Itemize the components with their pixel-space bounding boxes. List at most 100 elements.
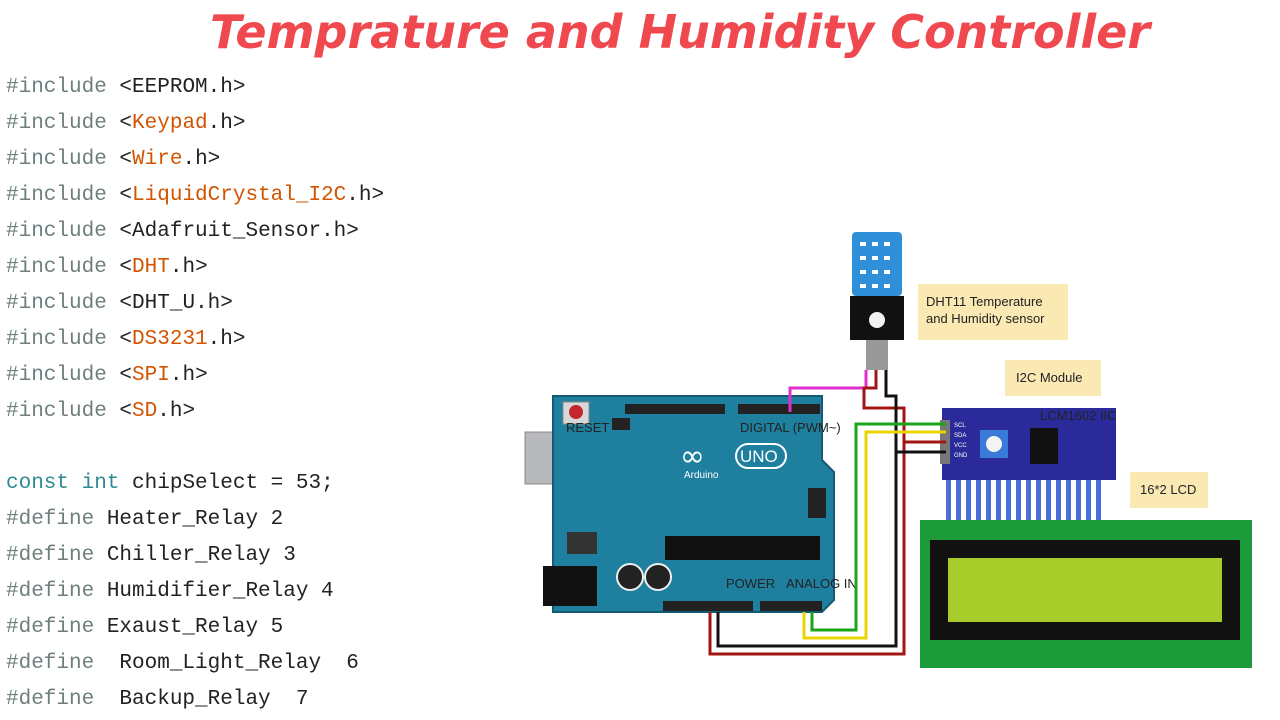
page-title: Temprature and Humidity Controller [209, 5, 1151, 59]
voltage-regulator [567, 532, 597, 554]
dht11-sensor-body [852, 232, 902, 296]
infinity-logo: ∞ [680, 439, 705, 474]
wire-black-sensor [716, 370, 898, 648]
include-keyword: #include [6, 112, 107, 135]
i2c-module-board [942, 408, 1116, 480]
include-keyword: #include [6, 400, 107, 423]
power-jack [543, 566, 597, 606]
include-line: #include <EEPROM.h> [6, 70, 526, 106]
define-body: Humidifier_Relay 4 [94, 580, 334, 603]
dht11-mount-hole [869, 312, 885, 328]
i2c-board-text: LCM1602 IIC [1040, 408, 1117, 423]
lcd-label: 16*2 LCD [1140, 482, 1196, 497]
include-bracket: < [106, 112, 133, 135]
digital-text: DIGITAL (PWM~) [740, 420, 841, 435]
include-keyword: #include [6, 76, 107, 99]
dht11-grille [860, 242, 890, 288]
digital-header-2 [738, 404, 820, 414]
board-model: UNO [740, 447, 778, 466]
include-suffix: .h> [182, 148, 221, 171]
digital-header-1 [625, 404, 725, 414]
include-bracket: < [106, 292, 133, 315]
include-keyword: #include [6, 292, 107, 315]
include-library: DS3231 [132, 328, 208, 351]
include-suffix: .h> [169, 364, 208, 387]
include-library: Adafruit_Sensor [132, 220, 322, 243]
include-line: #include <DS3231.h> [6, 322, 526, 358]
include-suffix: .h> [157, 400, 196, 423]
dht11-pins [866, 340, 888, 370]
include-keyword: #include [6, 328, 107, 351]
icsp-header-2 [808, 488, 826, 518]
wire-yellow [802, 430, 946, 640]
analog-header [760, 601, 822, 611]
define-line: #define Chiller_Relay 3 [6, 538, 526, 574]
lcd-pins [946, 480, 1101, 524]
include-line: #include <DHT_U.h> [6, 286, 526, 322]
i2c-pot-knob [986, 436, 1002, 452]
i2c-pin-label: VCC [954, 443, 967, 449]
define-keyword: #define [6, 616, 95, 639]
dht-label-line1: DHT11 Temperature [926, 294, 1043, 309]
const-line: const int chipSelect = 53; [6, 466, 526, 502]
include-bracket: < [106, 184, 133, 207]
include-line: #include <Keypad.h> [6, 106, 526, 142]
define-body: Heater_Relay 2 [94, 508, 284, 531]
lcd-label-box [1130, 472, 1208, 508]
include-suffix: .h> [207, 76, 246, 99]
include-keyword: #include [6, 148, 107, 171]
define-body: Chiller_Relay 3 [94, 544, 296, 567]
include-bracket: < [106, 328, 133, 351]
include-keyword: #include [6, 256, 107, 279]
include-library: Wire [132, 148, 183, 171]
define-line: #define Humidifier_Relay 4 [6, 574, 526, 610]
i2c-pin-label: SDA [954, 433, 966, 439]
include-bracket: < [106, 148, 133, 171]
include-bracket: < [106, 400, 133, 423]
code-listing: #include <EEPROM.h>#include <Keypad.h>#i… [6, 70, 526, 718]
include-suffix: .h> [346, 184, 385, 207]
capacitor-1 [616, 563, 644, 591]
define-line: #define Room_Light_Relay 6 [6, 646, 526, 682]
i2c-pin-label: SCL [954, 423, 966, 429]
define-keyword: #define [6, 652, 95, 675]
board-brand: Arduino [684, 470, 719, 481]
include-library: SD [132, 400, 158, 423]
include-library: DHT [132, 256, 170, 279]
define-body: Backup_Relay 7 [94, 688, 309, 711]
define-keyword: #define [6, 544, 95, 567]
include-line: #include <LiquidCrystal_I2C.h> [6, 178, 526, 214]
include-line: #include <SPI.h> [6, 358, 526, 394]
include-library: DHT_U [132, 292, 196, 315]
wire-green [810, 422, 946, 632]
capacitor-2 [644, 563, 672, 591]
microcontroller-chip [665, 536, 820, 560]
i2c-label-box [1005, 360, 1101, 396]
type-keyword: int [81, 472, 120, 495]
define-keyword: #define [6, 580, 95, 603]
i2c-pin-label: GND [954, 453, 968, 459]
icsp-header-1 [612, 418, 630, 430]
i2c-chip [1030, 428, 1058, 464]
include-line: #include <Adafruit_Sensor.h> [6, 214, 526, 250]
analog-text: ANALOG IN [786, 576, 857, 591]
define-body: Room_Light_Relay 6 [94, 652, 359, 675]
include-suffix: .h> [169, 256, 208, 279]
wire-red-sensor [708, 370, 906, 656]
define-line: #define Exaust_Relay 5 [6, 610, 526, 646]
include-library: Keypad [132, 112, 208, 135]
include-suffix: .h> [195, 292, 233, 315]
include-line: #include <SD.h> [6, 394, 526, 430]
include-keyword: #include [6, 184, 107, 207]
power-text: POWER [726, 576, 775, 591]
define-body: Exaust_Relay 5 [94, 616, 284, 639]
i2c-label: I2C Module [1016, 370, 1082, 385]
const-declaration: chipSelect = 53; [119, 472, 334, 495]
include-line: #include <DHT.h> [6, 250, 526, 286]
include-suffix: .h> [207, 112, 246, 135]
include-bracket: < [106, 220, 133, 243]
power-header [663, 601, 753, 611]
include-bracket: < [106, 256, 133, 279]
define-keyword: #define [6, 508, 95, 531]
